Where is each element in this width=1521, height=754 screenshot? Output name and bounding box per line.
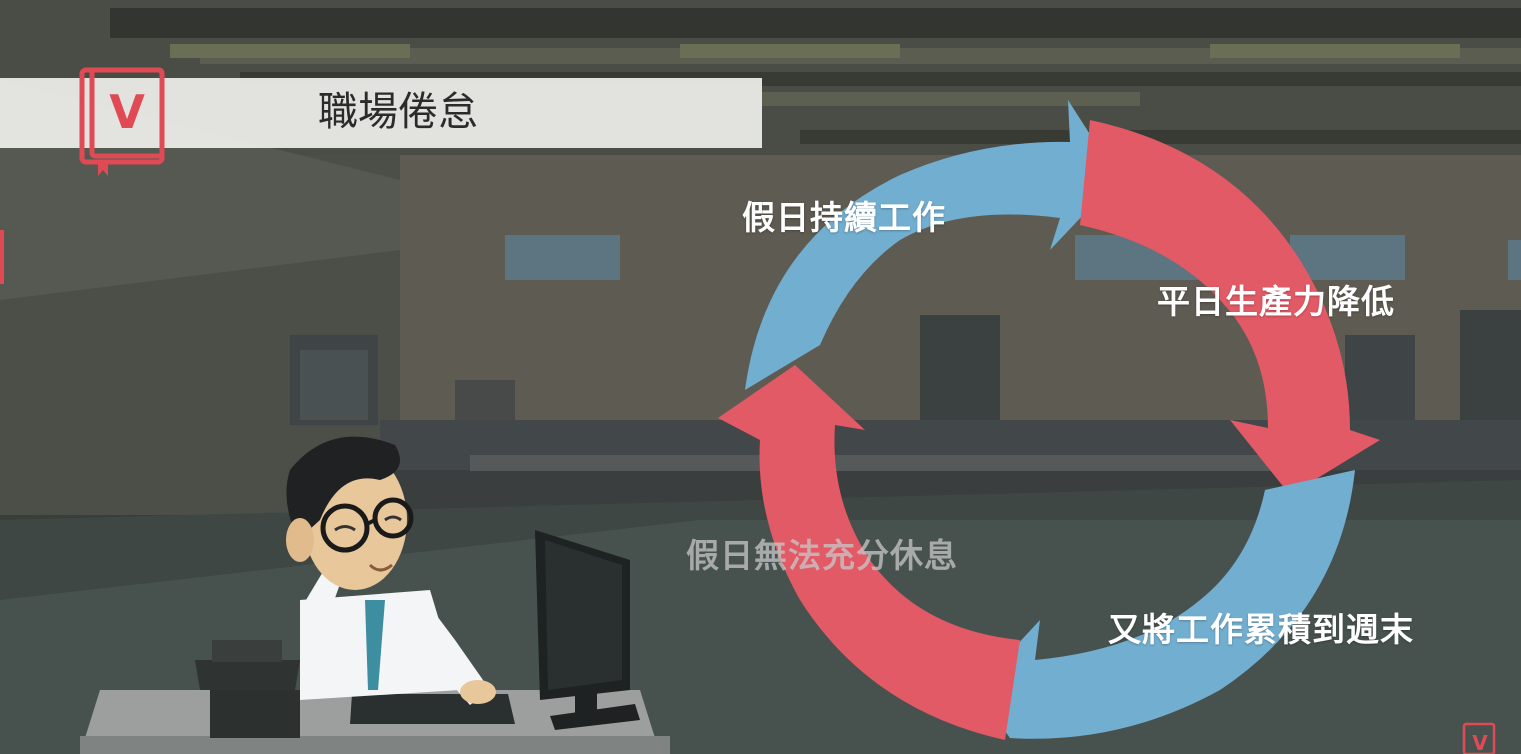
cycle-arrow-blue-top [745,100,1118,390]
book-logo-icon: V [79,67,165,176]
cycle-arrow-red-right [1080,120,1380,495]
cycle-step-2-label: 平日生產力降低 [1157,282,1395,321]
cycle-step-1-label: 假日持續工作 [742,198,946,237]
title-banner [0,78,762,148]
page-title: 職場倦怠 [318,89,478,135]
watermark-logo-icon: V [1462,722,1496,754]
watermark-letter: V [1472,731,1488,754]
side-marker [0,230,4,284]
cycle-arrow-blue-bottom [975,470,1355,739]
cycle-arrow-red-left [718,365,1020,740]
logo-letter: V [109,85,145,139]
cycle-step-4-label: 假日無法充分休息 [686,536,958,575]
cycle-step-3-label: 又將工作累積到週末 [1108,610,1414,649]
